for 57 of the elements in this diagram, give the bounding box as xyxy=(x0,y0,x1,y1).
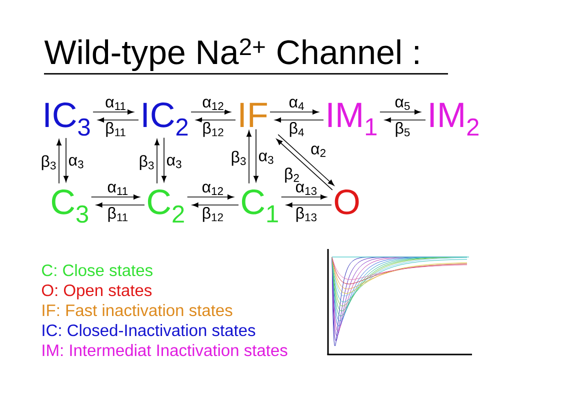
arrow xyxy=(162,137,166,182)
edge-label: α$_{11}$ xyxy=(104,98,128,111)
edge-label: α$_{3}$ xyxy=(68,156,85,169)
arrow xyxy=(190,110,231,114)
arrow xyxy=(56,139,62,184)
edge-label: α$_{12}$ xyxy=(201,183,225,196)
title: Wild-type Na$^{2+}$ Channel : xyxy=(44,38,418,72)
arrow xyxy=(270,110,319,114)
edge-label: β$_{4}$ xyxy=(288,121,306,138)
legend-text: IF: Fast inactivation states xyxy=(42,304,232,316)
edge-label: β$_{11}$ xyxy=(106,206,130,222)
edge-label: β$_{2}$ xyxy=(283,167,301,184)
edge-label: β$_{5}$ xyxy=(394,121,412,138)
state-label: IF xyxy=(240,102,267,127)
edge-label: β$_{3}$ xyxy=(230,150,248,166)
arrow xyxy=(246,130,252,184)
state-label: IM$_{2}$ xyxy=(430,102,478,136)
arrow xyxy=(154,139,160,184)
legend-text: IC: Closed-Inactivation states xyxy=(42,324,256,336)
arrow xyxy=(96,202,145,208)
state-label: IC$_{3}$ xyxy=(45,102,90,136)
state-label: C$_{1}$ xyxy=(242,190,278,222)
arrow xyxy=(380,110,421,114)
arrow xyxy=(98,118,139,122)
arrow xyxy=(280,194,327,200)
arrow xyxy=(64,138,68,182)
edge-label: α$_{3}$ xyxy=(166,156,183,169)
edge-label: α$_{4}$ xyxy=(288,98,306,111)
arrow xyxy=(90,194,140,200)
legend-text: IM: Intermediat Inactivation states xyxy=(42,344,288,356)
arrow xyxy=(186,194,234,200)
state-label: O xyxy=(334,190,359,214)
edge-label: β$_{13}$ xyxy=(294,206,318,222)
arrow xyxy=(196,118,236,122)
arrow xyxy=(384,118,426,122)
legend-text: O: Open states xyxy=(42,284,152,300)
arrow xyxy=(254,128,258,182)
legend-text: C: Close states xyxy=(42,264,152,276)
edge-label: α$_{12}$ xyxy=(202,98,225,111)
arrow xyxy=(274,118,324,122)
edge-label: β$_{3}$ xyxy=(138,154,156,171)
state-label: IM$_{1}$ xyxy=(328,102,376,136)
arrow xyxy=(92,110,134,114)
edge-label: α$_{13}$ xyxy=(294,183,318,196)
state-label: C$_{2}$ xyxy=(148,190,184,223)
state-label: C$_{3}$ xyxy=(52,190,88,223)
edge-label: α$_{5}$ xyxy=(394,98,412,111)
edge-label: β$_{3}$ xyxy=(40,154,58,171)
arrow xyxy=(192,202,239,208)
edge-label: α$_{11}$ xyxy=(106,183,130,196)
edge-label: β$_{12}$ xyxy=(202,121,225,138)
edge-label: β$_{12}$ xyxy=(201,206,225,222)
edge-label: β$_{11}$ xyxy=(104,121,128,138)
state-label: IC$_{2}$ xyxy=(143,102,188,136)
edge-label: α$_{3}$ xyxy=(258,152,275,165)
edge-label: α$_{2}$ xyxy=(310,145,328,158)
arrow xyxy=(286,202,332,208)
